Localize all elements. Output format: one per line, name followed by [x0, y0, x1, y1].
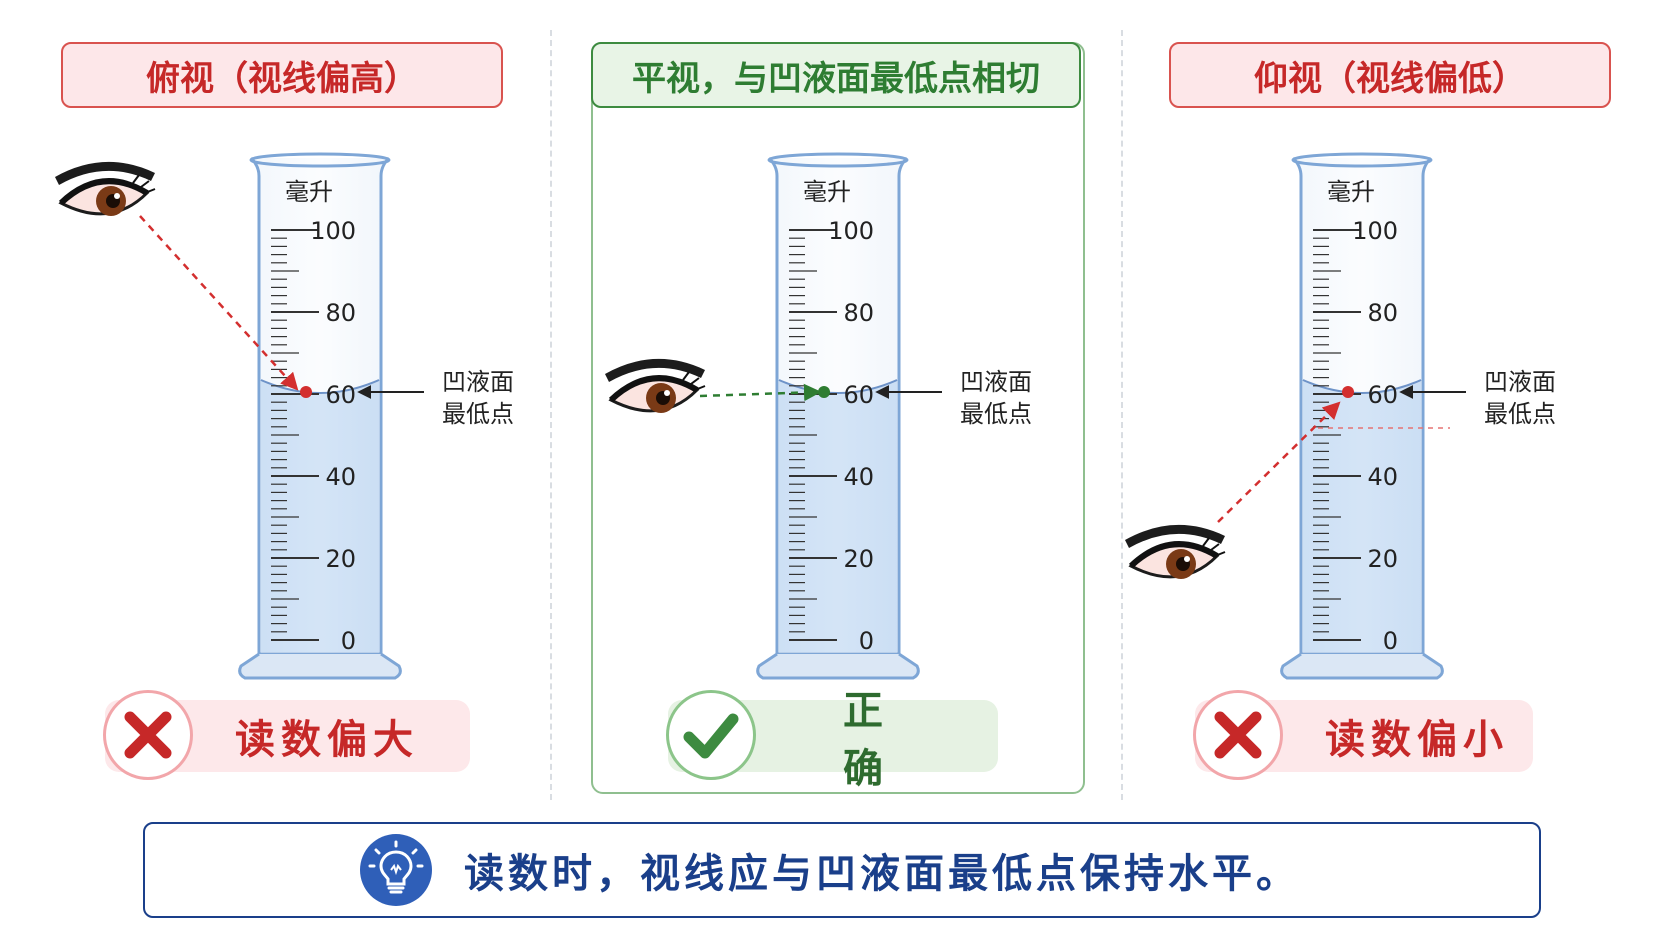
unit-label: 毫升 [1327, 178, 1375, 206]
cylinder-base [238, 652, 402, 680]
badge-circle-overhead [103, 690, 193, 780]
cylinder-rim [1291, 152, 1433, 168]
eyebrow [55, 161, 155, 185]
tick-label: 100 [828, 217, 874, 245]
eyelashes [682, 371, 706, 391]
meniscus-low-point [300, 386, 312, 398]
sight-line-underside [1217, 401, 1341, 523]
tip-text: 读数时，视线应与凹液面最低点保持水平。 [464, 851, 1300, 897]
unit-label: 毫升 [285, 178, 333, 206]
eyebrow [1125, 524, 1225, 548]
sight-line-level [699, 383, 822, 402]
eyelid-line [1128, 541, 1219, 569]
tick-label: 80 [325, 299, 356, 327]
annotation-text: 凹液面 [442, 368, 514, 396]
tick-label: 80 [1367, 299, 1398, 327]
tick-label: 20 [325, 545, 356, 573]
panel-title-underside: 仰视（视线偏低） [1169, 42, 1611, 108]
cylinder-rim [249, 152, 391, 168]
tick-label: 100 [310, 217, 356, 245]
annotation-text: 凹液面 [1484, 368, 1556, 396]
cylinder-base [1280, 652, 1444, 680]
eyebrow [605, 358, 705, 382]
lightbulb-icon [360, 834, 432, 906]
meniscus-low-point [818, 386, 830, 398]
graduated-cylinder: 毫升 100 80 60 40 20 0 凹液面最低点 [756, 152, 1032, 680]
eye-glint [114, 193, 120, 199]
tick-label: 40 [325, 463, 356, 491]
unit-label: 毫升 [803, 178, 851, 206]
tick-label: 40 [1367, 463, 1398, 491]
tick-label: 0 [1383, 627, 1398, 655]
tip-box: 读数时，视线应与凹液面最低点保持水平。 [143, 822, 1541, 918]
cylinder-rim [767, 152, 909, 168]
divider-right [1121, 30, 1123, 800]
eye-level [605, 358, 706, 413]
tick-label: 60 [325, 381, 356, 409]
annotation-text: 最低点 [960, 400, 1032, 428]
eyelid-line [58, 178, 149, 206]
graduated-cylinder: 毫升 100 80 60 40 20 0 凹液面最低点 [1280, 152, 1556, 680]
tick-label: 20 [1367, 545, 1398, 573]
tick-label: 80 [843, 299, 874, 327]
tick-label: 100 [1352, 217, 1398, 245]
panel-title-level: 平视，与凹液面最低点相切 [591, 42, 1081, 108]
eye-underside [1125, 524, 1226, 579]
eyelid-line [608, 375, 699, 403]
eye-glint [664, 390, 670, 396]
meniscus-low-point [1342, 386, 1354, 398]
badge-circle-underside [1193, 690, 1283, 780]
eyelashes [1202, 537, 1226, 557]
tick-label: 60 [843, 381, 874, 409]
tick-label: 40 [843, 463, 874, 491]
eye-overhead [55, 161, 156, 216]
tick-label: 0 [341, 627, 356, 655]
tick-label: 20 [843, 545, 874, 573]
panel-title-overhead: 俯视（视线偏高） [61, 42, 503, 108]
eyelashes [132, 174, 156, 194]
divider-left [550, 30, 552, 800]
cylinder-base [756, 652, 920, 680]
cross-icon [1214, 711, 1262, 759]
badge-circle-level [666, 690, 756, 780]
graduated-cylinder: 毫升 100 80 60 40 20 0 凹液面最低点 [238, 152, 514, 680]
annotation-text: 最低点 [1484, 400, 1556, 428]
cross-icon [124, 711, 172, 759]
checkmark-icon [683, 713, 739, 759]
tick-label: 60 [1367, 381, 1398, 409]
tick-label: 0 [859, 627, 874, 655]
annotation-text: 最低点 [442, 400, 514, 428]
annotation-text: 凹液面 [960, 368, 1032, 396]
eye-glint [1184, 556, 1190, 562]
